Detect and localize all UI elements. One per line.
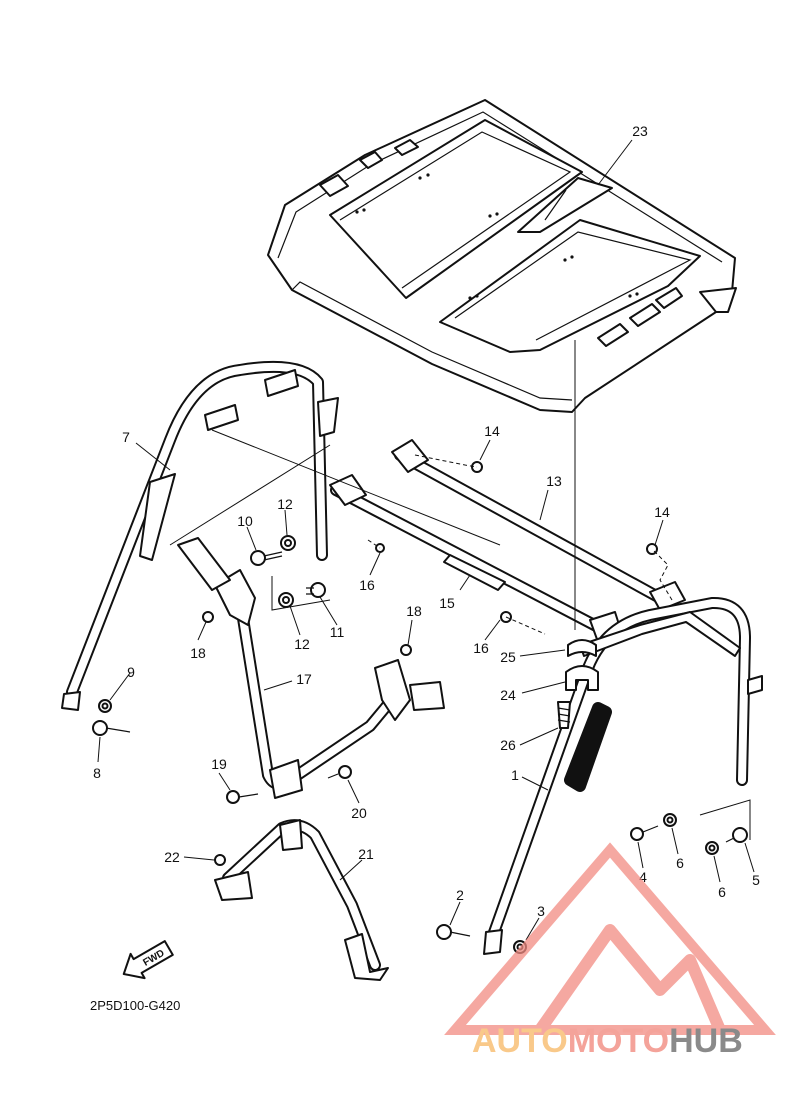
callout-16: 16 — [473, 640, 489, 656]
callout-3: 3 — [537, 903, 545, 919]
callouts: 23 7 14 14 13 12 10 16 11 12 15 18 18 16… — [93, 123, 760, 919]
callout-14: 14 — [484, 423, 500, 439]
callout-15: 15 — [439, 595, 455, 611]
callout-6: 6 — [718, 884, 726, 900]
assembly-lines — [169, 340, 751, 840]
callout-5: 5 — [752, 872, 760, 888]
watermark-logo — [444, 842, 776, 1035]
fwd-arrow: FWD — [122, 940, 174, 980]
callout-12: 12 — [277, 496, 293, 512]
callout-6: 6 — [676, 855, 684, 871]
callout-2: 2 — [456, 887, 464, 903]
callout-8: 8 — [93, 765, 101, 781]
callout-19: 19 — [211, 756, 227, 772]
callout-11: 11 — [330, 624, 345, 640]
callout-1: 1 — [511, 767, 519, 783]
lower-leg-21 — [214, 819, 389, 981]
callout-7: 7 — [122, 429, 130, 445]
callout-20: 20 — [351, 805, 367, 821]
callout-17: 17 — [296, 671, 312, 687]
callout-12: 12 — [294, 636, 310, 652]
callout-18: 18 — [190, 645, 206, 661]
callout-25: 25 — [500, 649, 516, 665]
callout-9: 9 — [127, 664, 135, 680]
callout-16: 16 — [359, 577, 375, 593]
support-bracket-17 — [177, 537, 445, 799]
callout-23: 23 — [632, 123, 648, 139]
callout-26: 26 — [500, 737, 516, 753]
roll-bar-left — [61, 360, 339, 711]
roof-panel — [267, 99, 737, 413]
cross-bar-13 — [391, 439, 686, 611]
callout-18: 18 — [406, 603, 422, 619]
leader-lines — [97, 139, 755, 941]
diagram-code: 2P5D100-G420 — [90, 998, 180, 1013]
clamp-parts — [557, 639, 599, 729]
callout-22: 22 — [164, 849, 180, 865]
callout-24: 24 — [500, 687, 516, 703]
callout-4: 4 — [639, 869, 647, 885]
callout-14: 14 — [654, 504, 670, 520]
callout-10: 10 — [237, 513, 253, 529]
callout-13: 13 — [546, 473, 562, 489]
watermark-text: AUTOMOTOHUB — [472, 1022, 743, 1060]
callout-21: 21 — [358, 846, 374, 862]
